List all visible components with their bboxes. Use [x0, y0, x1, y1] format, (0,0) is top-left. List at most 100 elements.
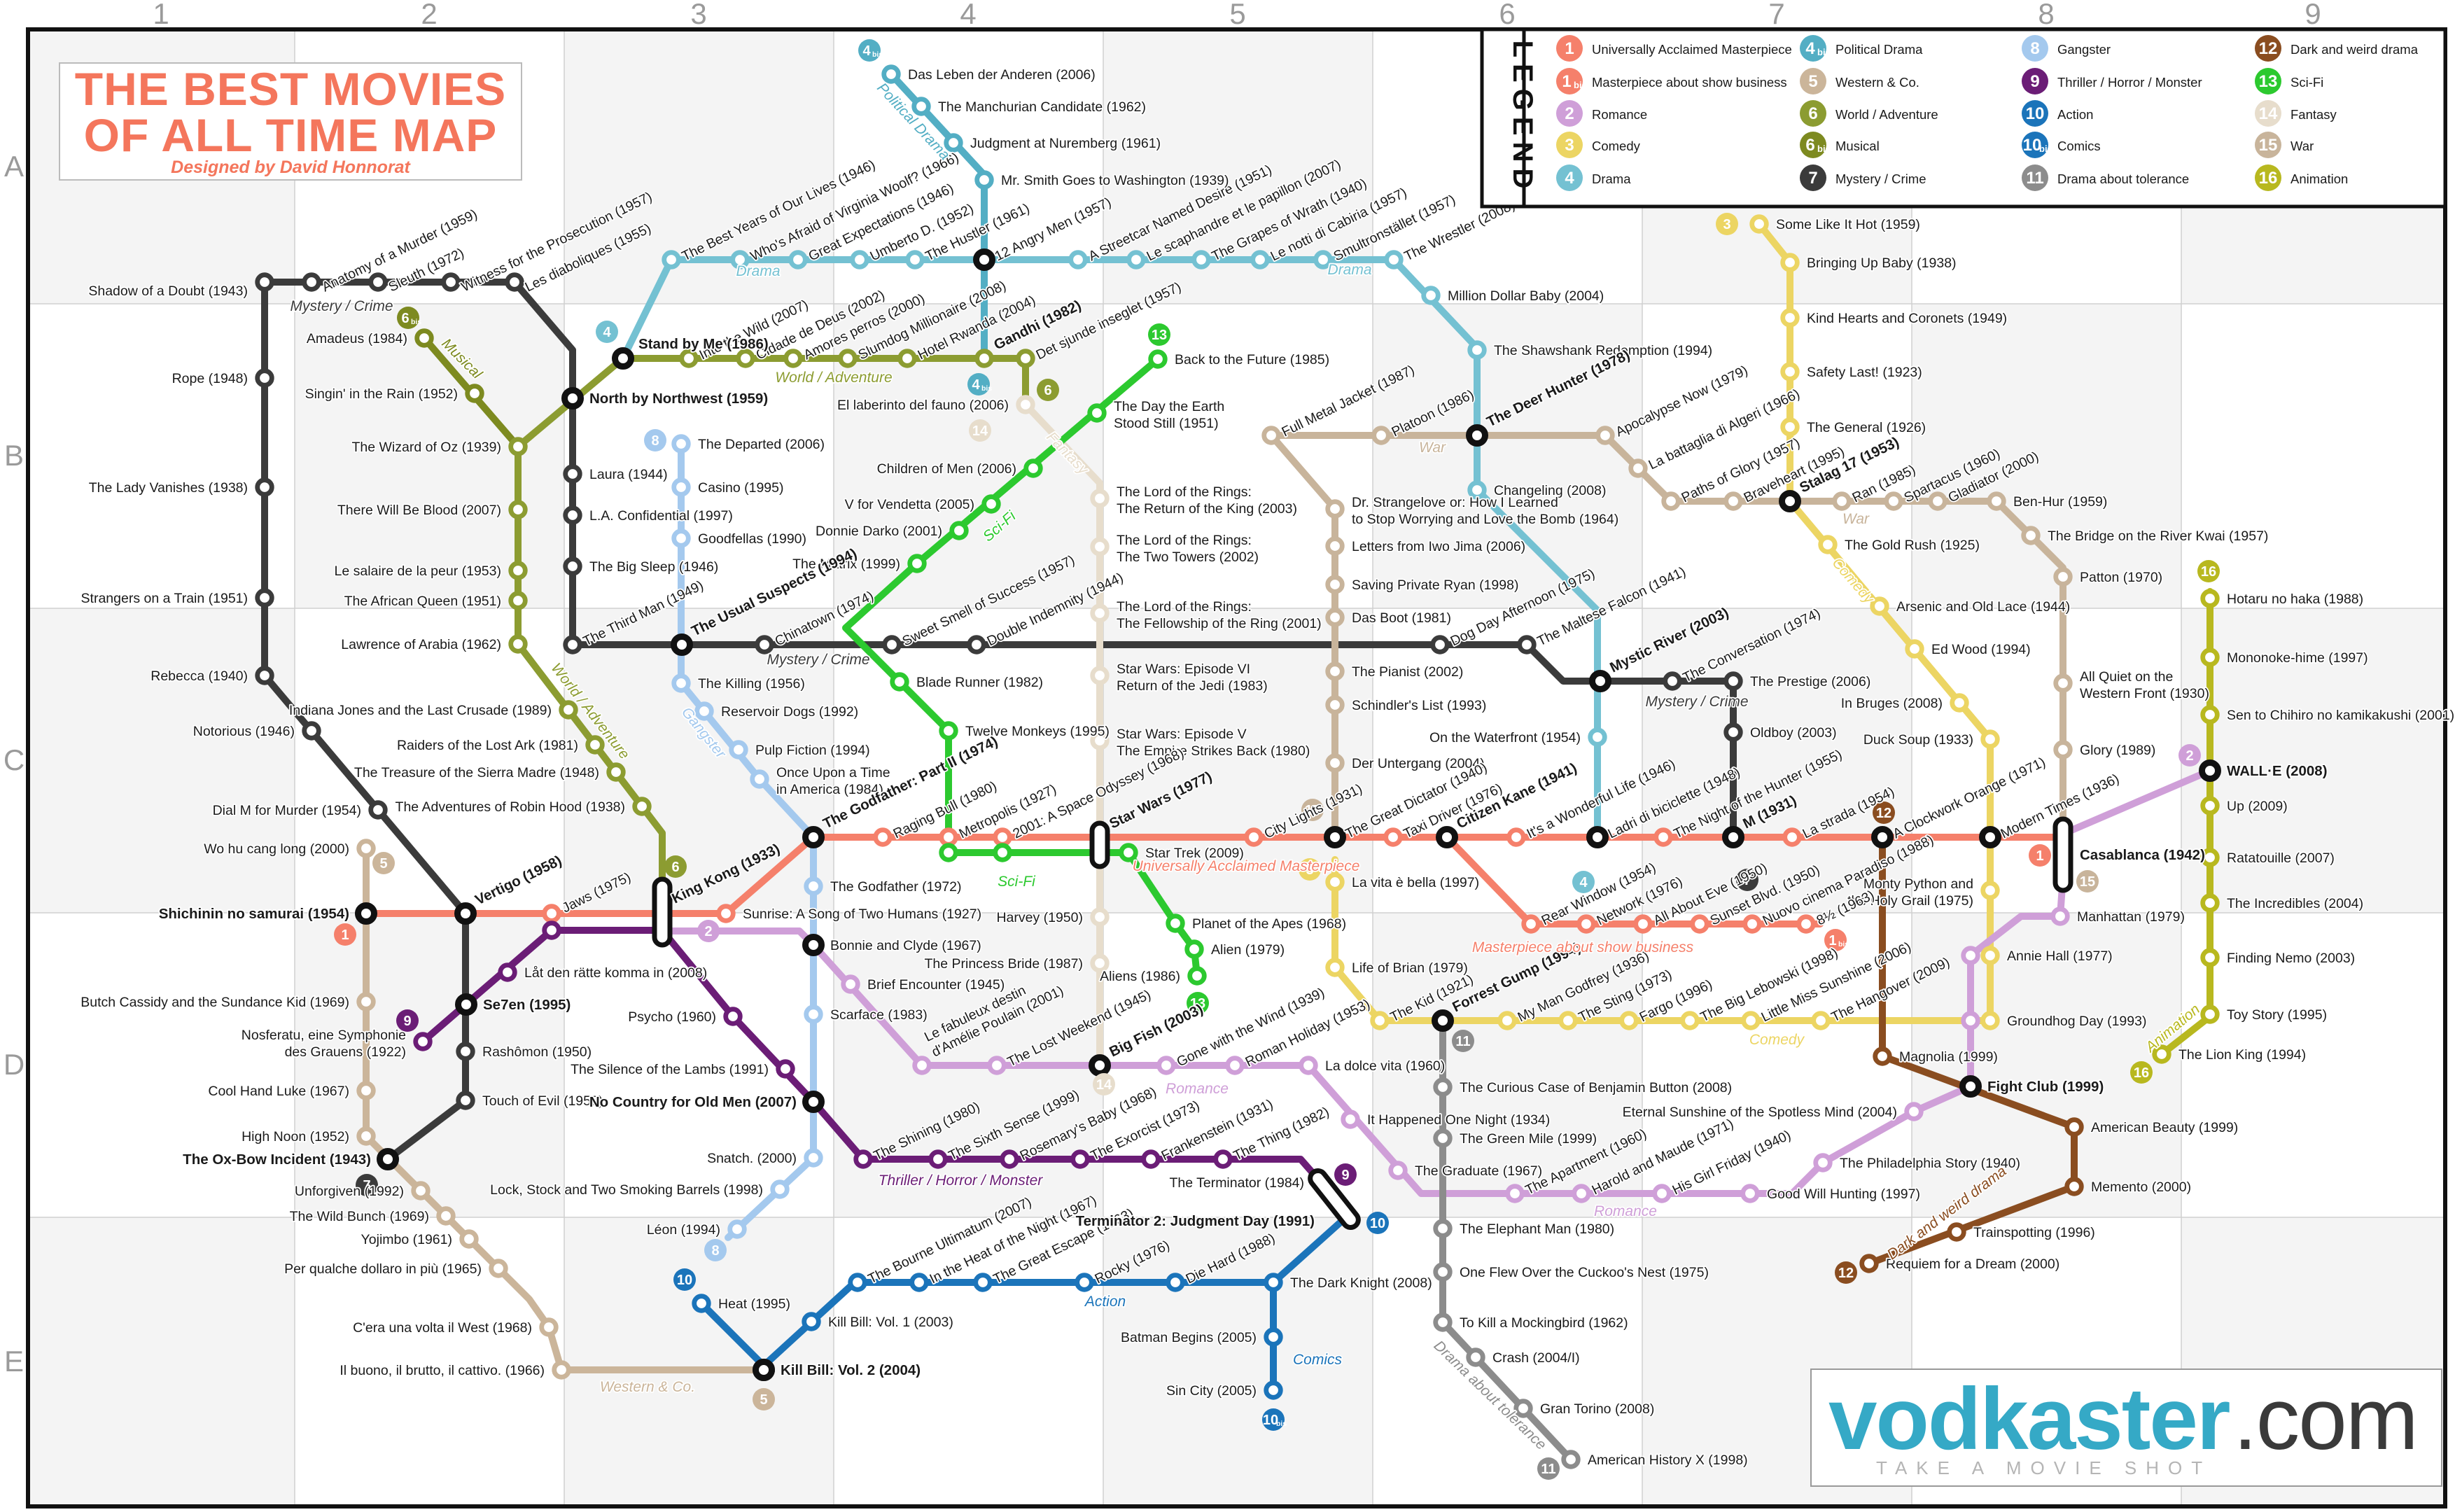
svg-text:War: War — [1842, 511, 1870, 527]
svg-text:Toy Story (1995): Toy Story (1995) — [2227, 1007, 2327, 1023]
svg-text:1: 1 — [1828, 933, 1836, 948]
svg-text:War: War — [2290, 139, 2314, 153]
svg-text:15: 15 — [2259, 136, 2278, 155]
svg-text:Dial M for Murder (1954): Dial M for Murder (1954) — [213, 803, 361, 818]
svg-text:It Happened One Night (1934): It Happened One Night (1934) — [1367, 1112, 1550, 1128]
svg-text:In Bruges (2008): In Bruges (2008) — [1841, 696, 1943, 711]
svg-text:.com: .com — [2233, 1371, 2417, 1468]
svg-text:4: 4 — [1579, 875, 1588, 890]
svg-text:The Wild Bunch (1969): The Wild Bunch (1969) — [290, 1209, 429, 1224]
svg-text:THE BEST MOVIES: THE BEST MOVIES — [75, 63, 506, 115]
svg-text:Political Drama: Political Drama — [1835, 42, 1923, 57]
svg-text:Universally Acclaimed Masterpi: Universally Acclaimed Masterpiece — [1133, 858, 1360, 874]
svg-text:Shadow of a Doubt (1943): Shadow of a Doubt (1943) — [88, 284, 248, 299]
svg-text:Pulp Fiction (1994): Pulp Fiction (1994) — [755, 743, 870, 758]
svg-text:bis: bis — [1817, 144, 1831, 154]
svg-text:Rope (1948): Rope (1948) — [172, 371, 248, 386]
svg-text:World / Adventure: World / Adventure — [775, 370, 892, 386]
svg-text:4: 4 — [603, 325, 611, 340]
svg-text:Per qualche dollaro in più (19: Per qualche dollaro in più (1965) — [284, 1261, 482, 1277]
svg-text:Western & Co.: Western & Co. — [1835, 75, 1919, 90]
svg-text:The Departed (2006): The Departed (2006) — [698, 437, 825, 452]
svg-text:Indiana Jones and the Last Cru: Indiana Jones and the Last Crusade (1989… — [289, 703, 552, 718]
svg-text:Stand by Me (1986): Stand by Me (1986) — [638, 336, 769, 352]
svg-text:Oldboy (2003): Oldboy (2003) — [1750, 725, 1837, 741]
svg-text:7: 7 — [363, 1178, 370, 1194]
svg-text:Good Will Hunting (1997): Good Will Hunting (1997) — [1767, 1186, 1920, 1202]
svg-text:Requiem for a Dream (2000): Requiem for a Dream (2000) — [1886, 1256, 2059, 1272]
svg-text:Western & Co.: Western & Co. — [600, 1379, 695, 1395]
svg-text:Animation: Animation — [2290, 172, 2348, 186]
svg-text:2: 2 — [1565, 104, 1574, 123]
svg-text:Action: Action — [2057, 107, 2093, 122]
svg-text:5: 5 — [760, 1392, 767, 1408]
svg-text:Amadeus (1984): Amadeus (1984) — [307, 331, 407, 346]
svg-text:Das Boot (1981): Das Boot (1981) — [1352, 610, 1451, 626]
svg-text:Mystery / Crime: Mystery / Crime — [767, 652, 870, 668]
svg-text:The Terminator (1984): The Terminator (1984) — [1169, 1175, 1304, 1191]
svg-text:The Lord of the Rings:The Two: The Lord of the Rings:The Two Towers (20… — [1117, 533, 1259, 565]
svg-text:9: 9 — [1341, 1168, 1349, 1183]
svg-text:Fight Club (1999): Fight Club (1999) — [1987, 1079, 2104, 1095]
svg-text:Thriller / Horror / Monster: Thriller / Horror / Monster — [879, 1172, 1044, 1189]
svg-text:bis: bis — [1817, 47, 1831, 57]
svg-text:Million Dollar Baby (2004): Million Dollar Baby (2004) — [1448, 288, 1604, 304]
svg-text:Butch Cassidy and the Sundance: Butch Cassidy and the Sundance Kid (1969… — [81, 995, 349, 1010]
svg-text:Reservoir Dogs (1992): Reservoir Dogs (1992) — [721, 704, 858, 720]
svg-text:Back to the Future (1985): Back to the Future (1985) — [1175, 352, 1329, 368]
svg-text:14: 14 — [1096, 1077, 1112, 1093]
svg-text:The Wizard of Oz (1939): The Wizard of Oz (1939) — [352, 440, 502, 455]
svg-text:Psycho (1960): Psycho (1960) — [628, 1009, 716, 1025]
svg-text:The Lord of the Rings:The Fell: The Lord of the Rings:The Fellowship of … — [1117, 599, 1322, 631]
svg-text:The Treasure of the Sierra Mad: The Treasure of the Sierra Madre (1948) — [354, 765, 599, 780]
svg-text:Brief Encounter (1945): Brief Encounter (1945) — [867, 977, 1005, 993]
svg-text:5: 5 — [379, 856, 387, 872]
svg-text:4: 4 — [862, 43, 871, 59]
svg-text:To Kill a Mockingbird (1962): To Kill a Mockingbird (1962) — [1460, 1315, 1628, 1331]
svg-text:LEGEND: LEGEND — [1507, 41, 1538, 195]
svg-text:Mystery / Crime: Mystery / Crime — [291, 298, 393, 314]
svg-text:9: 9 — [2304, 0, 2321, 30]
svg-text:6: 6 — [1499, 0, 1515, 30]
svg-text:12: 12 — [1838, 1266, 1854, 1281]
svg-text:13: 13 — [1190, 996, 1205, 1011]
svg-text:Changeling (2008): Changeling (2008) — [1494, 483, 1606, 498]
svg-text:1: 1 — [341, 927, 349, 943]
svg-text:13: 13 — [2259, 72, 2278, 91]
svg-text:Casino (1995): Casino (1995) — [698, 480, 783, 496]
svg-text:Ratatouille (2007): Ratatouille (2007) — [2227, 850, 2335, 866]
svg-text:9: 9 — [2030, 72, 2039, 91]
svg-text:Romance: Romance — [1594, 1203, 1657, 1219]
svg-text:9: 9 — [403, 1014, 411, 1029]
svg-text:The Graduate (1967): The Graduate (1967) — [1415, 1163, 1542, 1179]
svg-text:Drama: Drama — [1327, 262, 1371, 278]
svg-text:8: 8 — [2030, 39, 2039, 58]
svg-text:Sen to Chihiro no kamikakushi: Sen to Chihiro no kamikakushi (2001) — [2227, 708, 2454, 723]
svg-text:Eternal Sunshine of the Spotle: Eternal Sunshine of the Spotless Mind (2… — [1623, 1105, 1897, 1120]
svg-text:Patton (1970): Patton (1970) — [2080, 570, 2162, 585]
svg-text:Musical: Musical — [1835, 139, 1880, 153]
svg-text:Das Leben der Anderen (2006): Das Leben der Anderen (2006) — [908, 67, 1096, 83]
svg-text:Rashômon (1950): Rashômon (1950) — [482, 1044, 592, 1060]
svg-text:6: 6 — [1044, 383, 1051, 398]
svg-text:The Philadelphia Story (1940): The Philadelphia Story (1940) — [1840, 1156, 2020, 1171]
svg-text:Judgment at Nuremberg (1961): Judgment at Nuremberg (1961) — [970, 136, 1161, 151]
svg-text:Children of Men (2006): Children of Men (2006) — [877, 461, 1016, 477]
svg-text:The Ox-Bow Incident (1943): The Ox-Bow Incident (1943) — [183, 1152, 371, 1168]
svg-text:V for Vendetta (2005): V for Vendetta (2005) — [845, 497, 974, 512]
svg-text:The Gold Rush (1925): The Gold Rush (1925) — [1845, 538, 1980, 553]
svg-text:2: 2 — [704, 924, 712, 939]
svg-text:vodkaster: vodkaster — [1828, 1371, 2230, 1468]
svg-text:Donnie Darko (2001): Donnie Darko (2001) — [816, 524, 942, 539]
svg-text:Alien (1979): Alien (1979) — [1211, 942, 1285, 958]
svg-text:Kill Bill: Vol. 2 (2004): Kill Bill: Vol. 2 (2004) — [781, 1362, 921, 1378]
svg-text:Kind Hearts and Coronets (1949: Kind Hearts and Coronets (1949) — [1807, 311, 2007, 326]
svg-text:1: 1 — [1562, 72, 1571, 91]
svg-text:Gangster: Gangster — [2057, 42, 2111, 57]
svg-text:4: 4 — [972, 377, 980, 393]
svg-text:La vita è bella (1997): La vita è bella (1997) — [1352, 875, 1479, 890]
svg-text:On the Waterfront (1954): On the Waterfront (1954) — [1429, 730, 1581, 746]
